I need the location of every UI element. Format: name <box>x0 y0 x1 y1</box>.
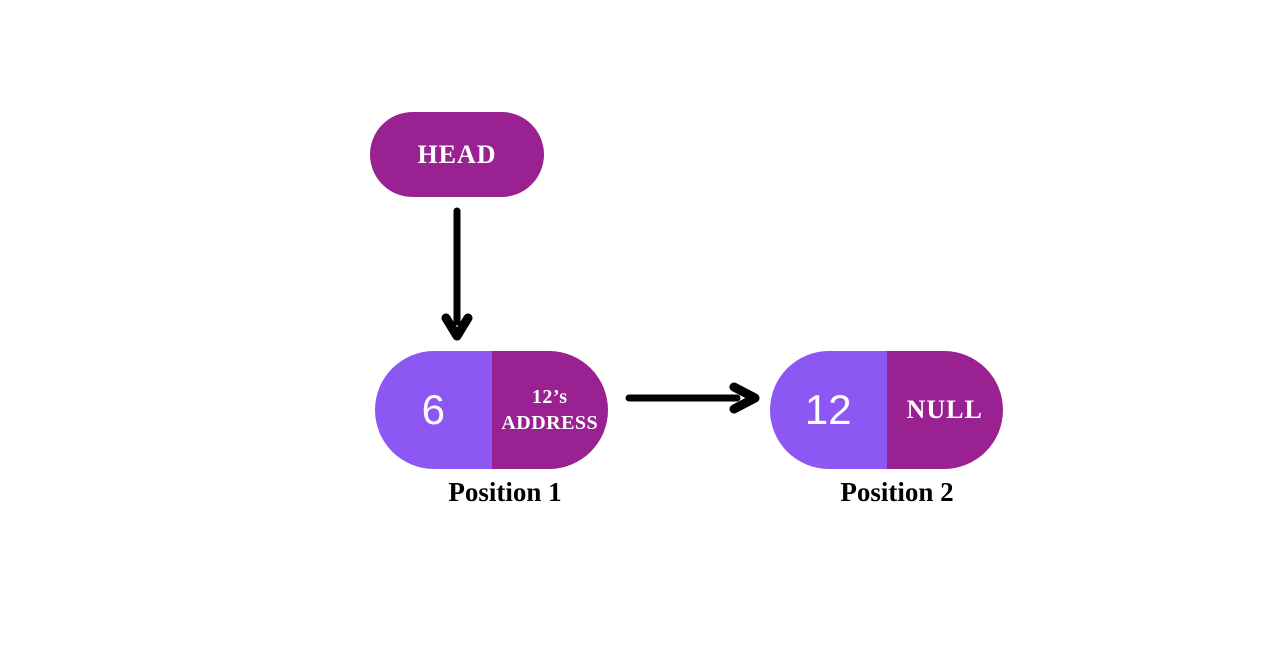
node1-pointer-line1: 12’s <box>531 386 568 408</box>
node1-pointer-cell: 12’s ADDRESS <box>491 351 608 469</box>
node1-pointer-line2: ADDRESS <box>501 412 599 434</box>
arrow-head-to-node1 <box>441 207 473 341</box>
node2-value: 12 <box>804 386 852 433</box>
head-node-label: HEAD <box>417 139 497 169</box>
node1-value: 6 <box>421 386 445 433</box>
arrow-node1-to-node2 <box>625 382 760 414</box>
node2-value-cell: 12 <box>770 351 887 469</box>
arrow-right-tip <box>729 382 760 414</box>
arrow-down-tip <box>441 313 473 341</box>
list-node-2: 12 NULL <box>770 351 1003 469</box>
node2-pointer-cell: NULL <box>886 351 1003 469</box>
node2-caption: Position 2 <box>840 477 954 507</box>
node1-caption: Position 1 <box>448 477 562 507</box>
head-node: HEAD <box>370 112 544 197</box>
list-node-1: 6 12’s ADDRESS <box>375 351 608 469</box>
node1-value-cell: 6 <box>375 351 492 469</box>
node2-pointer-line1: NULL <box>906 395 983 425</box>
